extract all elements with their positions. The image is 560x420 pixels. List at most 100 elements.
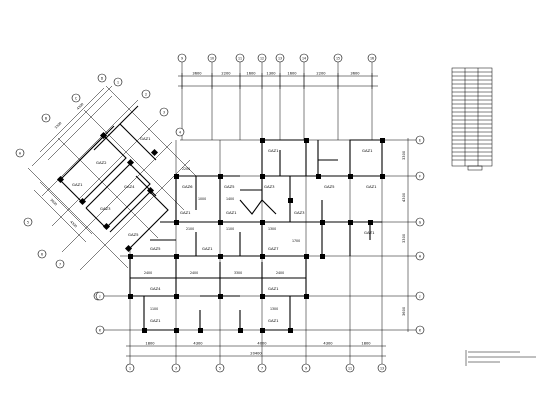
dim-right-1: 3300 [402,150,406,160]
inline-dim-4: 2100 [186,227,194,231]
svg-text:J: J [419,295,421,299]
dim-top-5: 1600 [287,72,297,76]
dim-top-7: 3600 [350,72,360,76]
svg-text:6: 6 [41,253,43,257]
dim-top-6: 2200 [316,72,326,76]
tag-gaz1-b: GAZ1 [140,136,151,141]
svg-text:2: 2 [145,93,147,97]
tag-gaz1-e: GAZ1 [366,184,377,189]
svg-text:G: G [419,221,422,225]
dim-top-4: 1300 [266,72,276,76]
left-axis: J K [95,291,120,335]
svg-text:4300: 4300 [69,220,78,229]
svg-text:H: H [419,255,422,259]
inline-dim-5: 1100 [226,227,234,231]
inline-dim-6: 1300 [268,227,276,231]
tag-gaz3-a: GAZ3 [100,206,111,211]
dim-right-3: 3300 [402,233,406,243]
tag-gaz5-c: GAZ5 [324,184,335,189]
tag-gaz3-c: GAZ3 [294,210,305,215]
tag-gaz5-a: GAZ5 [128,232,139,237]
inline-dim-3: 1400 [226,197,234,201]
tag-gaz1-g: GAZ1 [226,210,237,215]
top-dimension-chain: 3600 2200 1600 1300 1600 2200 3600 [178,72,378,89]
inline-dim-7: 1700 [292,239,300,243]
main-plan-grid [120,139,398,338]
tag-gaz1-l: GAZ1 [268,318,279,323]
svg-text:7: 7 [59,263,61,267]
tag-gaz3-b: GAZ3 [264,184,275,189]
svg-text:B: B [45,117,47,121]
tag-gaz6: GAZ6 [182,184,193,189]
notes-block [465,350,536,366]
svg-text:11: 11 [238,57,242,61]
inline-dim-1: 2200 [182,167,190,171]
inline-dim-8: 2400 [144,271,152,275]
svg-text:5: 5 [219,367,221,371]
svg-text:C: C [75,97,78,101]
svg-text:7: 7 [261,367,263,371]
svg-text:3300: 3300 [54,121,63,130]
right-axis: 3300 4300 3300 3600 E F G H J K [398,135,425,335]
dim-right-2: 4300 [402,192,406,202]
top-axis-bubbles: 9 10 11 12 13 14 15 16 [177,53,377,140]
tag-gaz7: GAZ7 [268,246,279,251]
dim-top-2: 2200 [221,72,231,76]
svg-text:15: 15 [336,57,340,61]
inline-dim-9: 2400 [190,271,198,275]
dim-top-3: 1600 [246,72,256,76]
tag-gaz1-f: GAZ1 [180,210,191,215]
tag-gaz2: GAZ2 [96,160,107,165]
svg-text:K: K [419,329,422,333]
tag-gaz5-d: GAZ5 [150,246,161,251]
dim-top-1: 3600 [192,72,202,76]
svg-text:12: 12 [260,57,264,61]
dim-bottom-3: 4000 [257,342,267,346]
svg-text:11: 11 [348,367,352,371]
main-plan-walls [128,138,385,333]
svg-text:9: 9 [181,57,183,61]
rotated-wing-walls: GAZ1 GAZ2 GAZ3 GAZ4 GAZ5 GAZ1 [56,105,169,253]
tag-gaz1-c: GAZ1 [268,148,279,153]
svg-text:3600: 3600 [49,198,58,207]
svg-text:4: 4 [179,131,181,135]
svg-text:10: 10 [210,57,214,61]
bottom-dimension-chain: 1800 4300 4000 4300 1800 20400 [126,338,386,359]
svg-text:3: 3 [163,111,165,115]
inline-dim-13: 1300 [270,307,278,311]
tag-gaz1-a: GAZ1 [72,182,83,187]
tag-gaz1-k: GAZ1 [150,318,161,323]
inline-dim-2: 1000 [198,197,206,201]
main-plan-tags: GAZ1 GAZ1 GAZ6 GAZ5 GAZ3 GAZ5 GAZ1 GAZ1 … [150,148,377,323]
svg-text:E: E [419,139,421,143]
tag-gaz5-b: GAZ5 [224,184,235,189]
svg-text:4300: 4300 [76,102,85,111]
tag-gaz1-j: GAZ1 [268,286,279,291]
svg-text:13: 13 [278,57,282,61]
svg-text:A: A [19,152,22,156]
tag-gaz4-b: GAZ4 [150,286,161,291]
svg-text:9: 9 [305,367,307,371]
svg-text:14: 14 [302,57,306,61]
dim-right-4: 3600 [402,306,406,316]
svg-text:J: J [99,295,101,299]
tag-gaz1-i: GAZ1 [202,246,213,251]
inline-dim-11: 2400 [276,271,284,275]
svg-text:3: 3 [175,367,177,371]
tag-gaz1-h: GAZ1 [364,230,375,235]
bottom-axis-bubbles: 1 3 5 7 9 11 13 [125,349,387,373]
tag-gaz1-d: GAZ1 [362,148,373,153]
svg-text:F: F [419,175,421,179]
inline-dim-12: 1100 [150,307,158,311]
dim-bottom-total: 20400 [250,352,262,356]
tag-gaz4-a: GAZ4 [124,184,135,189]
inline-dimensions: 2200 1000 1400 2100 1100 1300 1700 2400 … [144,167,300,311]
inline-dim-10: 3300 [234,271,242,275]
svg-text:13: 13 [380,367,384,371]
svg-text:K: K [99,329,102,333]
dim-bottom-2: 4300 [193,342,203,346]
svg-text:1: 1 [117,81,119,85]
dim-bottom-1: 1800 [145,342,155,346]
svg-text:D: D [101,77,104,81]
dim-bottom-4: 4300 [323,342,333,346]
